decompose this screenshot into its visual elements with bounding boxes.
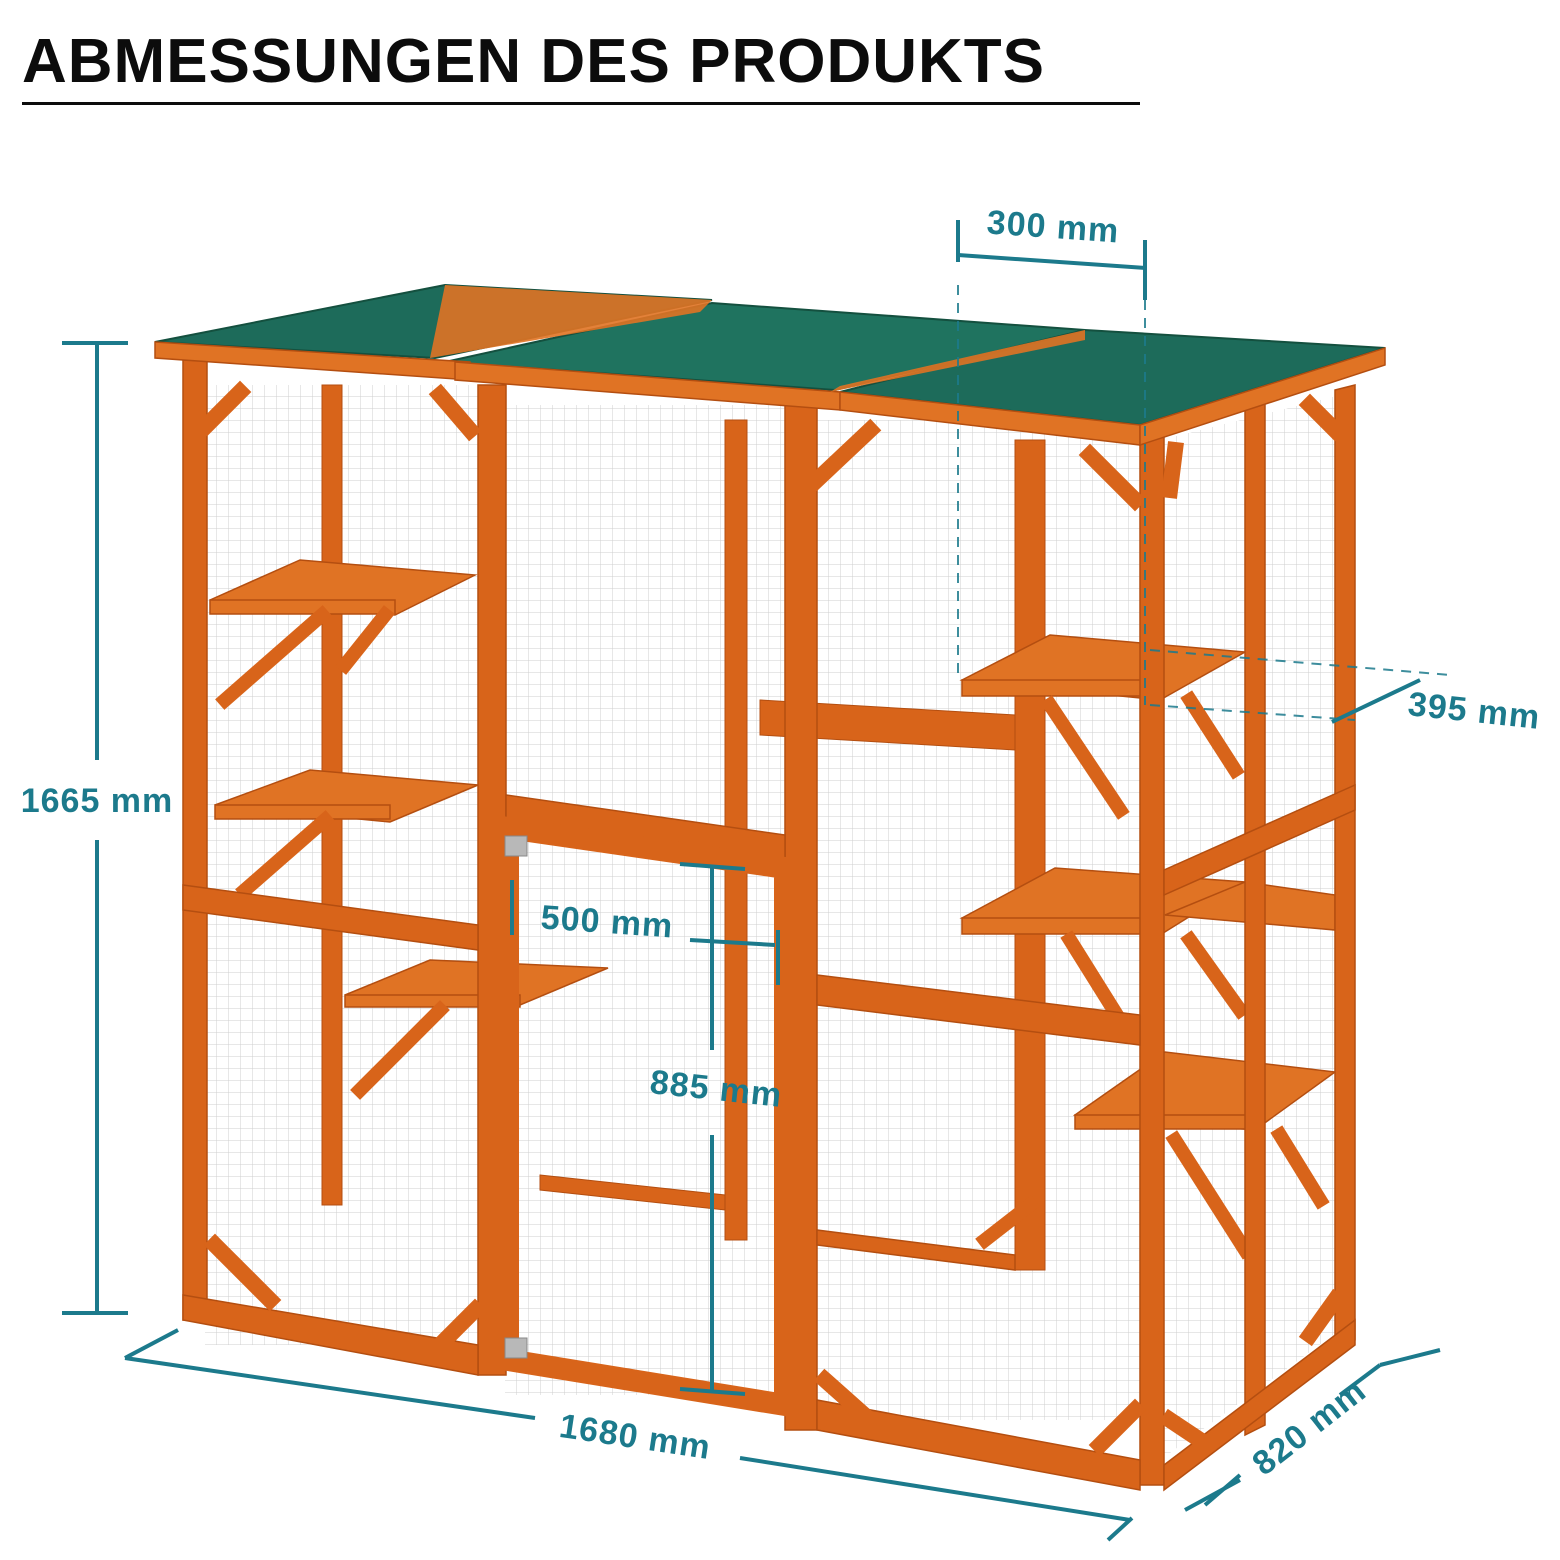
- dimension-lines: [62, 220, 1441, 1542]
- door: [497, 815, 796, 1418]
- title-underline: [22, 102, 1140, 105]
- front-frame: [182, 359, 1356, 1486]
- dimension-shelf-depth-label: 395 mm: [1406, 685, 1542, 737]
- dimension-roof-overhang-label: 300 mm: [986, 203, 1121, 250]
- dimension-width-label: 1680 mm: [557, 1407, 713, 1467]
- dimension-door-width-label: 500 mm: [540, 898, 675, 945]
- page-title: ABMESSUNGEN DES PRODUKTS: [22, 27, 1045, 96]
- cat-enclosure: [154, 283, 1386, 1492]
- dimension-height-label: 1665 mm: [21, 782, 174, 820]
- shelves-left: [209, 559, 609, 1008]
- roof: [154, 283, 1386, 447]
